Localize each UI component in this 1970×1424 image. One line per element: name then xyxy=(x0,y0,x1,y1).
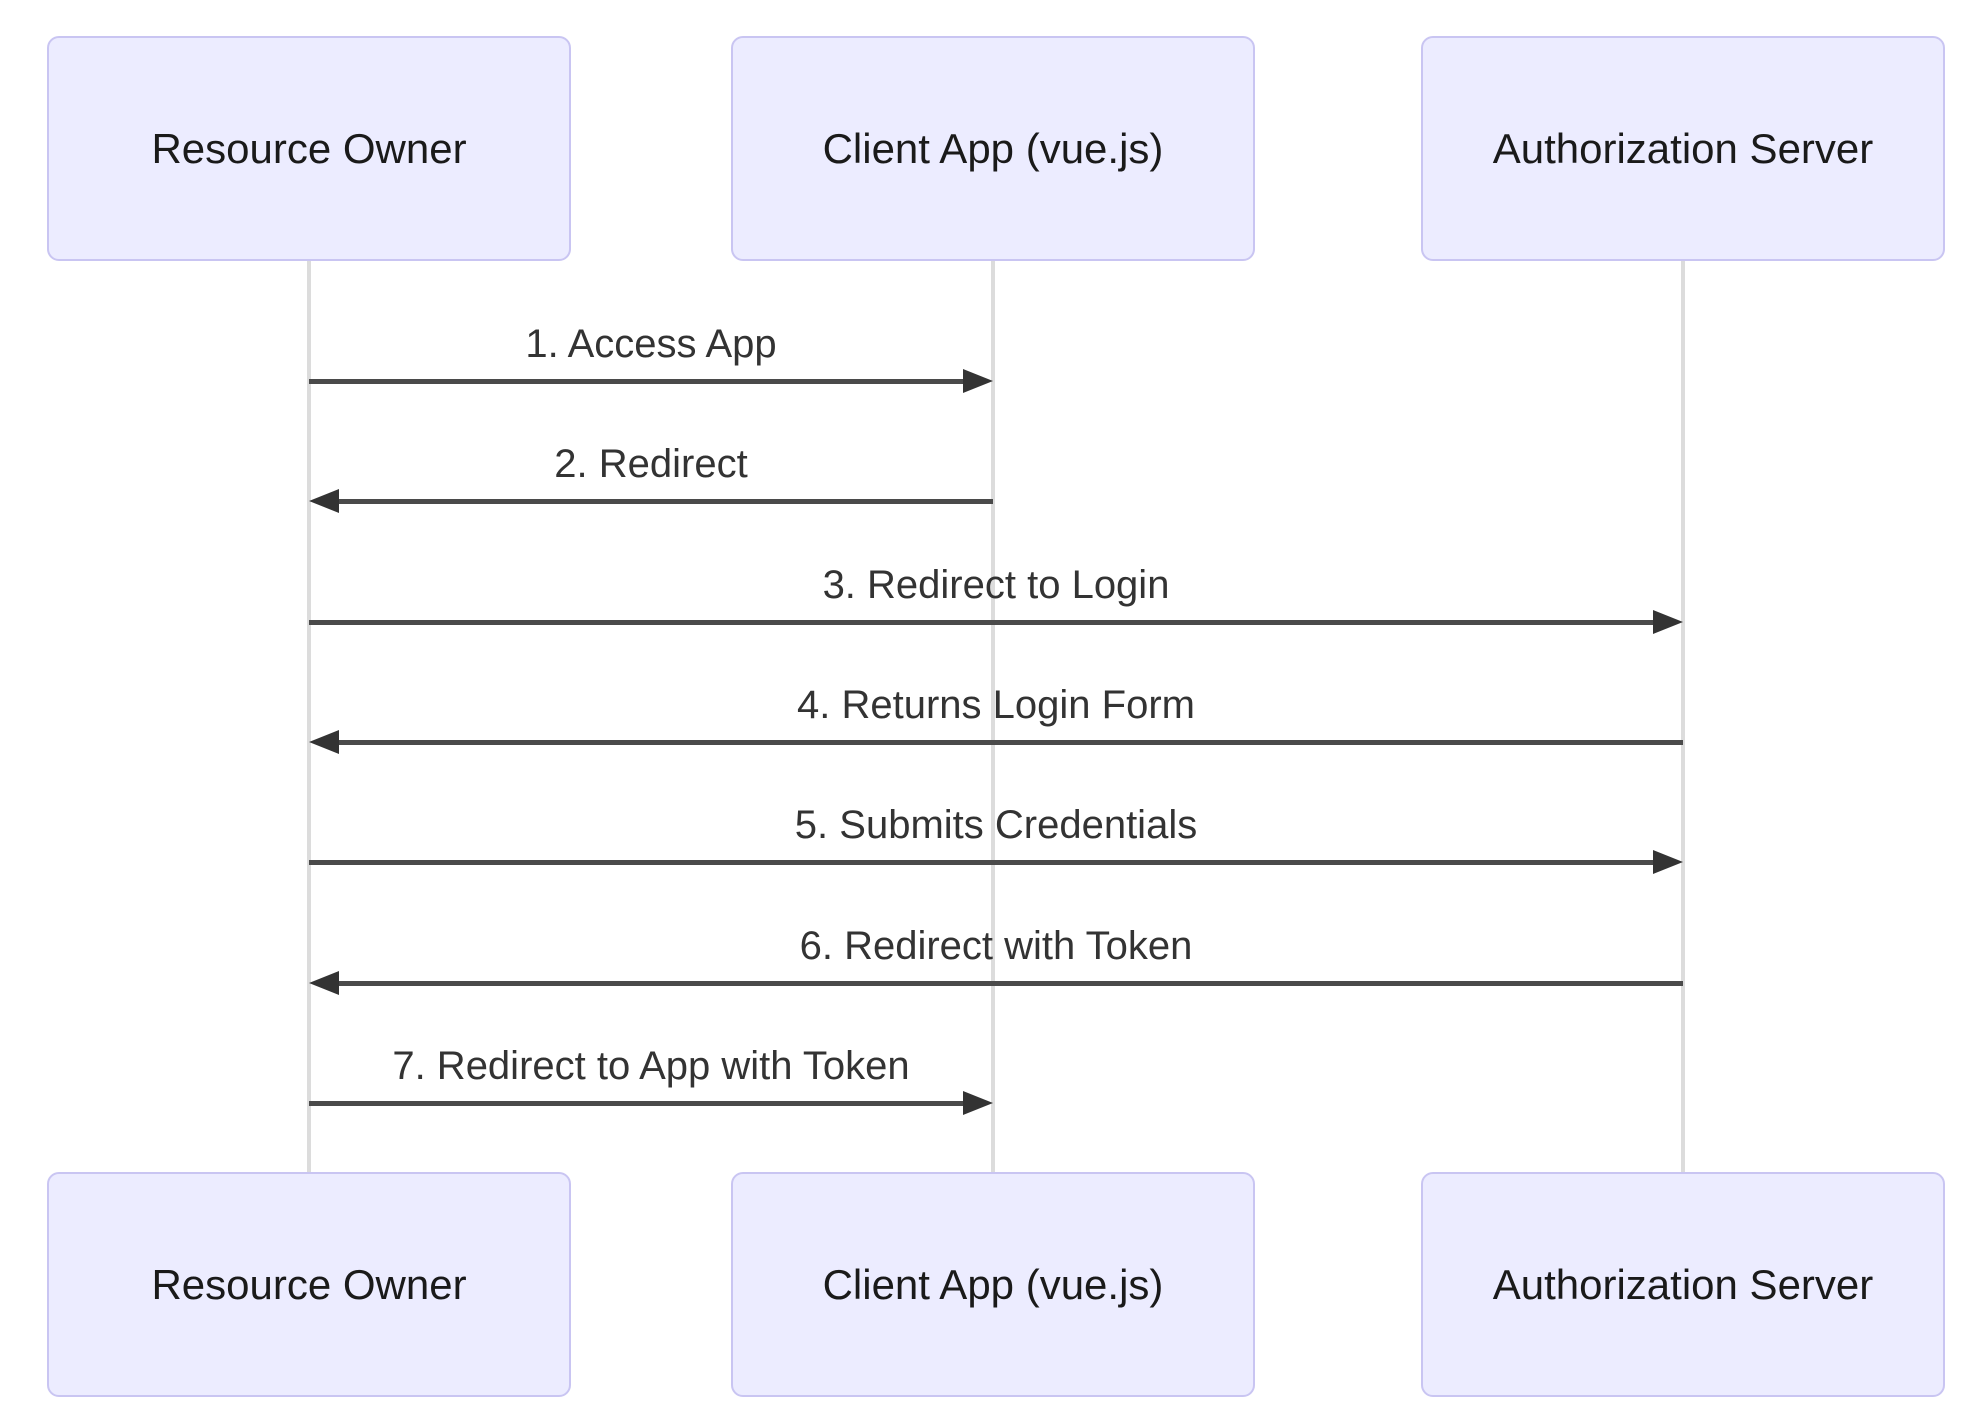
message-label-5: 5. Submits Credentials xyxy=(794,803,1198,847)
actor-box-top-auth-server: Authorization Server xyxy=(1421,36,1945,261)
arrowhead-icon-6 xyxy=(309,971,339,995)
message-label-1: 1. Access App xyxy=(525,322,777,366)
actor-label-top-client-app: Client App (vue.js) xyxy=(822,124,1164,172)
message-label-6: 6. Redirect with Token xyxy=(799,924,1193,968)
arrowhead-icon-7 xyxy=(963,1091,993,1115)
actor-box-top-client-app: Client App (vue.js) xyxy=(731,36,1255,261)
arrowhead-icon-3 xyxy=(1653,610,1683,634)
arrowhead-icon-1 xyxy=(963,369,993,393)
arrowhead-icon-5 xyxy=(1653,850,1683,874)
message-line-3 xyxy=(309,620,1675,625)
actor-label-top-resource-owner: Resource Owner xyxy=(151,124,467,172)
arrowhead-icon-4 xyxy=(309,730,339,754)
message-label-4: 4. Returns Login Form xyxy=(797,683,1195,727)
message-line-5 xyxy=(309,860,1675,865)
message-line-6 xyxy=(317,981,1683,986)
arrowhead-icon-2 xyxy=(309,489,339,513)
actor-label-top-auth-server: Authorization Server xyxy=(1492,124,1874,172)
actor-label-bottom-resource-owner: Resource Owner xyxy=(151,1260,467,1308)
message-label-7: 7. Redirect to App with Token xyxy=(392,1044,910,1088)
message-label-3: 3. Redirect to Login xyxy=(822,563,1170,607)
message-line-1 xyxy=(309,379,985,384)
lifeline-client-app xyxy=(991,259,995,1174)
actor-box-bottom-auth-server: Authorization Server xyxy=(1421,1172,1945,1397)
message-line-4 xyxy=(317,740,1683,745)
actor-label-bottom-client-app: Client App (vue.js) xyxy=(822,1260,1164,1308)
message-line-2 xyxy=(317,499,993,504)
actor-box-top-resource-owner: Resource Owner xyxy=(47,36,571,261)
message-line-7 xyxy=(309,1101,985,1106)
lifeline-auth-server xyxy=(1681,259,1685,1174)
actor-box-bottom-client-app: Client App (vue.js) xyxy=(731,1172,1255,1397)
actor-box-bottom-resource-owner: Resource Owner xyxy=(47,1172,571,1397)
message-label-2: 2. Redirect xyxy=(554,442,748,486)
lifeline-resource-owner xyxy=(307,259,311,1174)
actor-label-bottom-auth-server: Authorization Server xyxy=(1492,1260,1874,1308)
